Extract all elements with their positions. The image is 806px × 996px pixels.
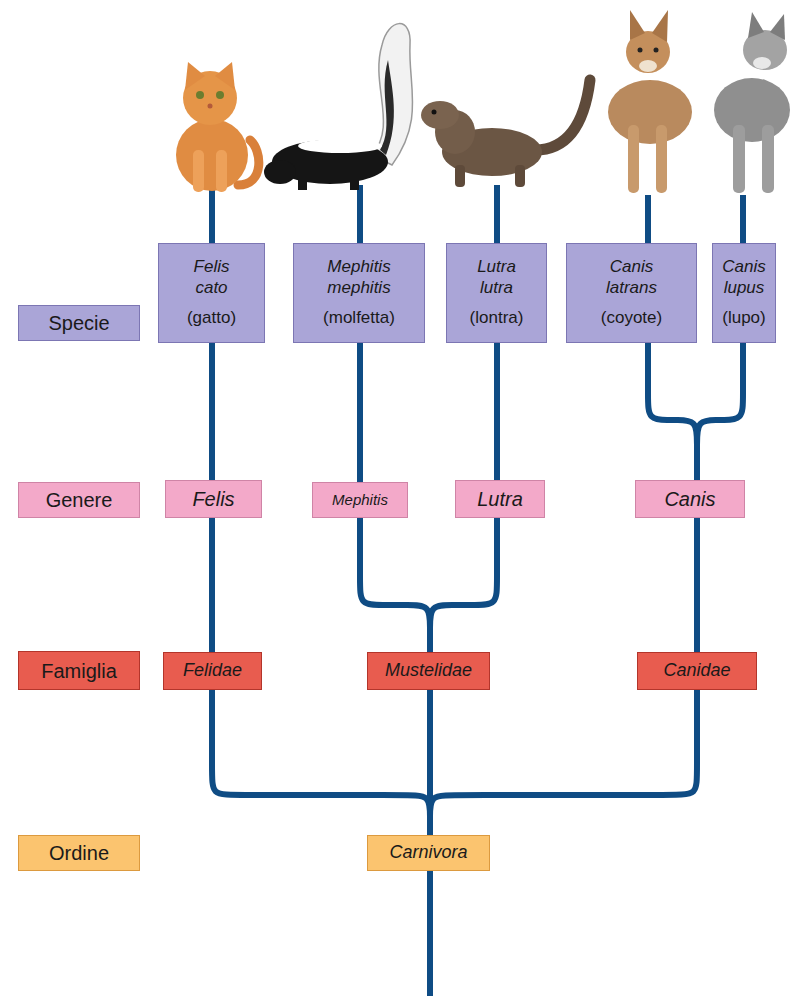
cat-ear: [185, 62, 205, 90]
species-name: Felis cato: [182, 257, 242, 298]
taxon-box: Canidae: [637, 652, 757, 690]
taxon-name: Carnivora: [389, 842, 467, 864]
taxon-box: Canis: [635, 480, 745, 518]
coyote-ear: [652, 10, 668, 42]
tree-branch: [212, 690, 430, 835]
taxon-name: Felis: [192, 487, 234, 511]
common-name: (lupo): [722, 308, 765, 328]
cat-leg: [216, 150, 227, 192]
cat-leg: [193, 150, 204, 192]
coyote-muzzle: [639, 60, 657, 72]
rank-label: Genere: [18, 482, 140, 518]
cat-eye: [216, 91, 224, 99]
species-box: Mephitis mephitis (molfetta): [293, 243, 425, 343]
tree-branch: [360, 518, 430, 652]
tree-branch: [357, 343, 363, 482]
species-box: Canis latrans (coyote): [566, 243, 697, 343]
rank-name: Ordine: [49, 841, 109, 865]
tree-branch: [430, 518, 497, 652]
taxon-box: Lutra: [455, 480, 545, 518]
tree-stem: [357, 185, 363, 244]
species-box: Felis cato (gatto): [158, 243, 265, 343]
skunk-leg: [298, 172, 307, 190]
coyote-leg: [628, 125, 639, 193]
coyote-picture: [608, 10, 692, 193]
common-name: (coyote): [601, 308, 662, 328]
cat-ear: [215, 62, 235, 90]
wolf-picture: [714, 12, 790, 193]
skunk-head: [264, 160, 296, 184]
rank-name: Specie: [48, 311, 109, 335]
tree-stems: [212, 185, 743, 996]
taxon-name: Felidae: [183, 660, 242, 682]
species-name: Canis latrans: [597, 257, 667, 298]
rank-label: Famiglia: [18, 651, 140, 690]
taxon-name: Mustelidae: [385, 660, 472, 682]
species-box: Lutra lutra (lontra): [446, 243, 547, 343]
taxon-name: Canidae: [663, 660, 730, 682]
tree-stem: [740, 195, 746, 244]
skunk-leg: [350, 172, 359, 190]
cat-nose: [208, 104, 213, 109]
taxon-box: Carnivora: [367, 835, 490, 871]
taxon-name: Canis: [664, 487, 715, 511]
coyote-eye: [654, 48, 659, 53]
taxon-box: Felis: [165, 480, 262, 518]
tree-branch: [209, 343, 215, 480]
otter-eye: [432, 110, 437, 115]
otter-picture: [421, 80, 590, 187]
coyote-leg: [656, 125, 667, 193]
taxon-box: Mustelidae: [367, 652, 490, 690]
species-name: Canis lupus: [718, 257, 770, 298]
skunk-stripe: [298, 139, 382, 153]
wolf-leg: [733, 125, 745, 193]
common-name: (lontra): [470, 308, 524, 328]
otter-head: [421, 101, 459, 129]
wolf-ear: [748, 12, 764, 38]
wolf-leg: [762, 125, 774, 193]
wolf-body: [714, 78, 790, 142]
coyote-eye: [638, 48, 643, 53]
tree-stem: [645, 195, 651, 244]
coyote-ear: [630, 10, 645, 40]
species-name: Lutra lutra: [467, 257, 527, 298]
tree-stem: [209, 190, 215, 244]
taxon-box: Mephitis: [312, 482, 408, 518]
rank-name: Genere: [46, 488, 113, 512]
coyote-body: [608, 80, 692, 144]
species-name: Mephitis mephitis: [304, 257, 414, 298]
cat-eye: [196, 91, 204, 99]
otter-leg: [455, 165, 465, 187]
taxon-name: Mephitis: [332, 491, 388, 509]
wolf-muzzle: [753, 57, 771, 69]
wolf-ear: [770, 14, 785, 40]
otter-tail: [535, 80, 590, 150]
tree-branch: [648, 343, 697, 480]
skunk-picture: [264, 24, 413, 190]
tree-branch: [430, 690, 697, 835]
tree-branch: [694, 518, 700, 652]
tree-root: [427, 870, 433, 996]
otter-leg: [515, 165, 525, 187]
skunk-tail-stripe: [380, 60, 394, 155]
taxon-box: Felidae: [163, 652, 262, 690]
tree-stem: [494, 185, 500, 244]
rank-name: Famiglia: [41, 659, 117, 683]
taxon-name: Lutra: [477, 487, 523, 511]
tree-branch: [209, 518, 215, 652]
cat-body: [176, 119, 248, 191]
tree-branch: [697, 343, 743, 480]
species-box: Canis lupus (lupo): [712, 243, 776, 343]
common-name: (molfetta): [323, 308, 395, 328]
rank-label: Specie: [18, 305, 140, 341]
rank-label: Ordine: [18, 835, 140, 871]
cat-picture: [176, 62, 259, 192]
tree-branch: [494, 343, 500, 480]
common-name: (gatto): [187, 308, 236, 328]
